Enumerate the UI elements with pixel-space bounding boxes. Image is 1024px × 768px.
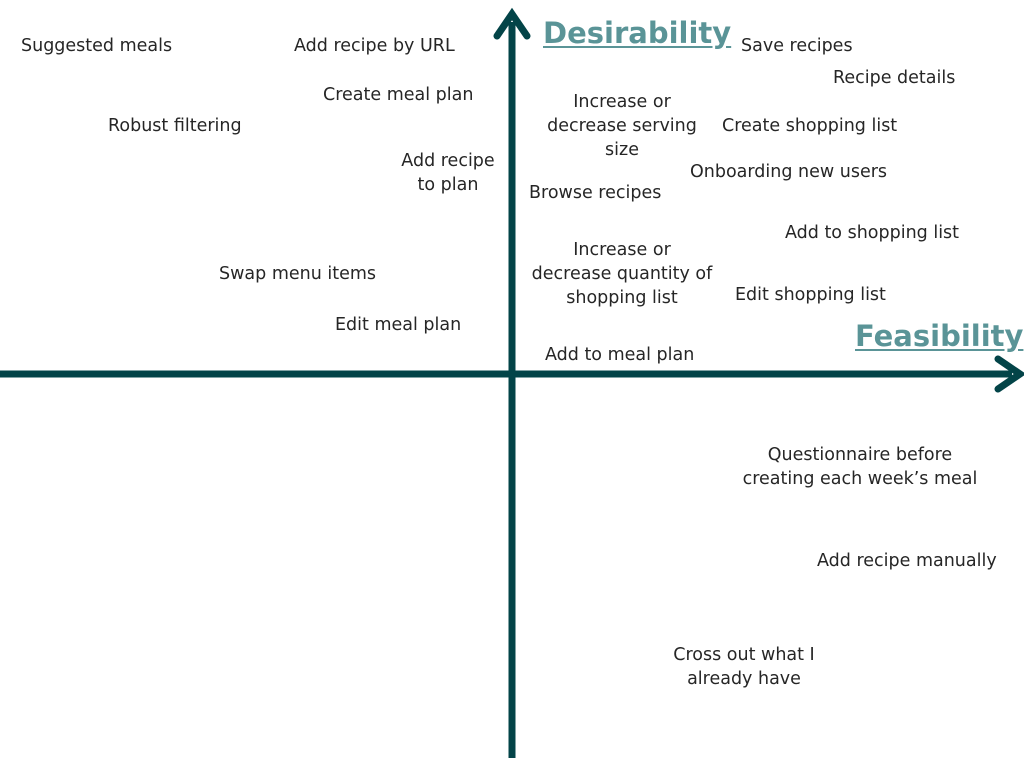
x-axis-arrowhead [994,355,1024,393]
item-increase-quantity-shopping-list: Increase or decrease quantity of shoppin… [531,240,713,308]
item-cross-out: Cross out what I already have [673,645,815,689]
x-axis-title: Feasibility [855,319,1024,353]
item-add-recipe-by-url: Add recipe by URL [294,36,455,56]
y-axis-title: Desirability [543,16,732,50]
item-add-recipe-manually: Add recipe manually [817,551,997,571]
item-edit-meal-plan: Edit meal plan [335,315,462,335]
item-edit-shopping-list: Edit shopping list [735,285,886,305]
item-questionnaire: Questionnaire before creating each week’… [742,445,978,489]
item-robust-filtering: Robust filtering [108,116,242,136]
item-add-recipe-to-plan: Add recipe to plan [401,151,495,195]
item-onboarding-new-users: Onboarding new users [690,162,888,182]
item-create-shopping-list: Create shopping list [722,116,898,136]
item-create-meal-plan: Create meal plan [323,85,474,105]
item-recipe-details: Recipe details [833,68,956,88]
item-browse-recipes: Browse recipes [529,183,662,203]
item-increase-serving-size: Increase or decrease serving size [547,92,697,160]
item-add-to-shopping-list: Add to shopping list [785,223,960,243]
item-save-recipes: Save recipes [741,36,853,56]
item-add-to-meal-plan: Add to meal plan [545,345,695,365]
item-suggested-meals: Suggested meals [21,36,173,56]
item-swap-menu-items: Swap menu items [219,264,377,284]
y-axis-arrowhead [493,7,531,40]
